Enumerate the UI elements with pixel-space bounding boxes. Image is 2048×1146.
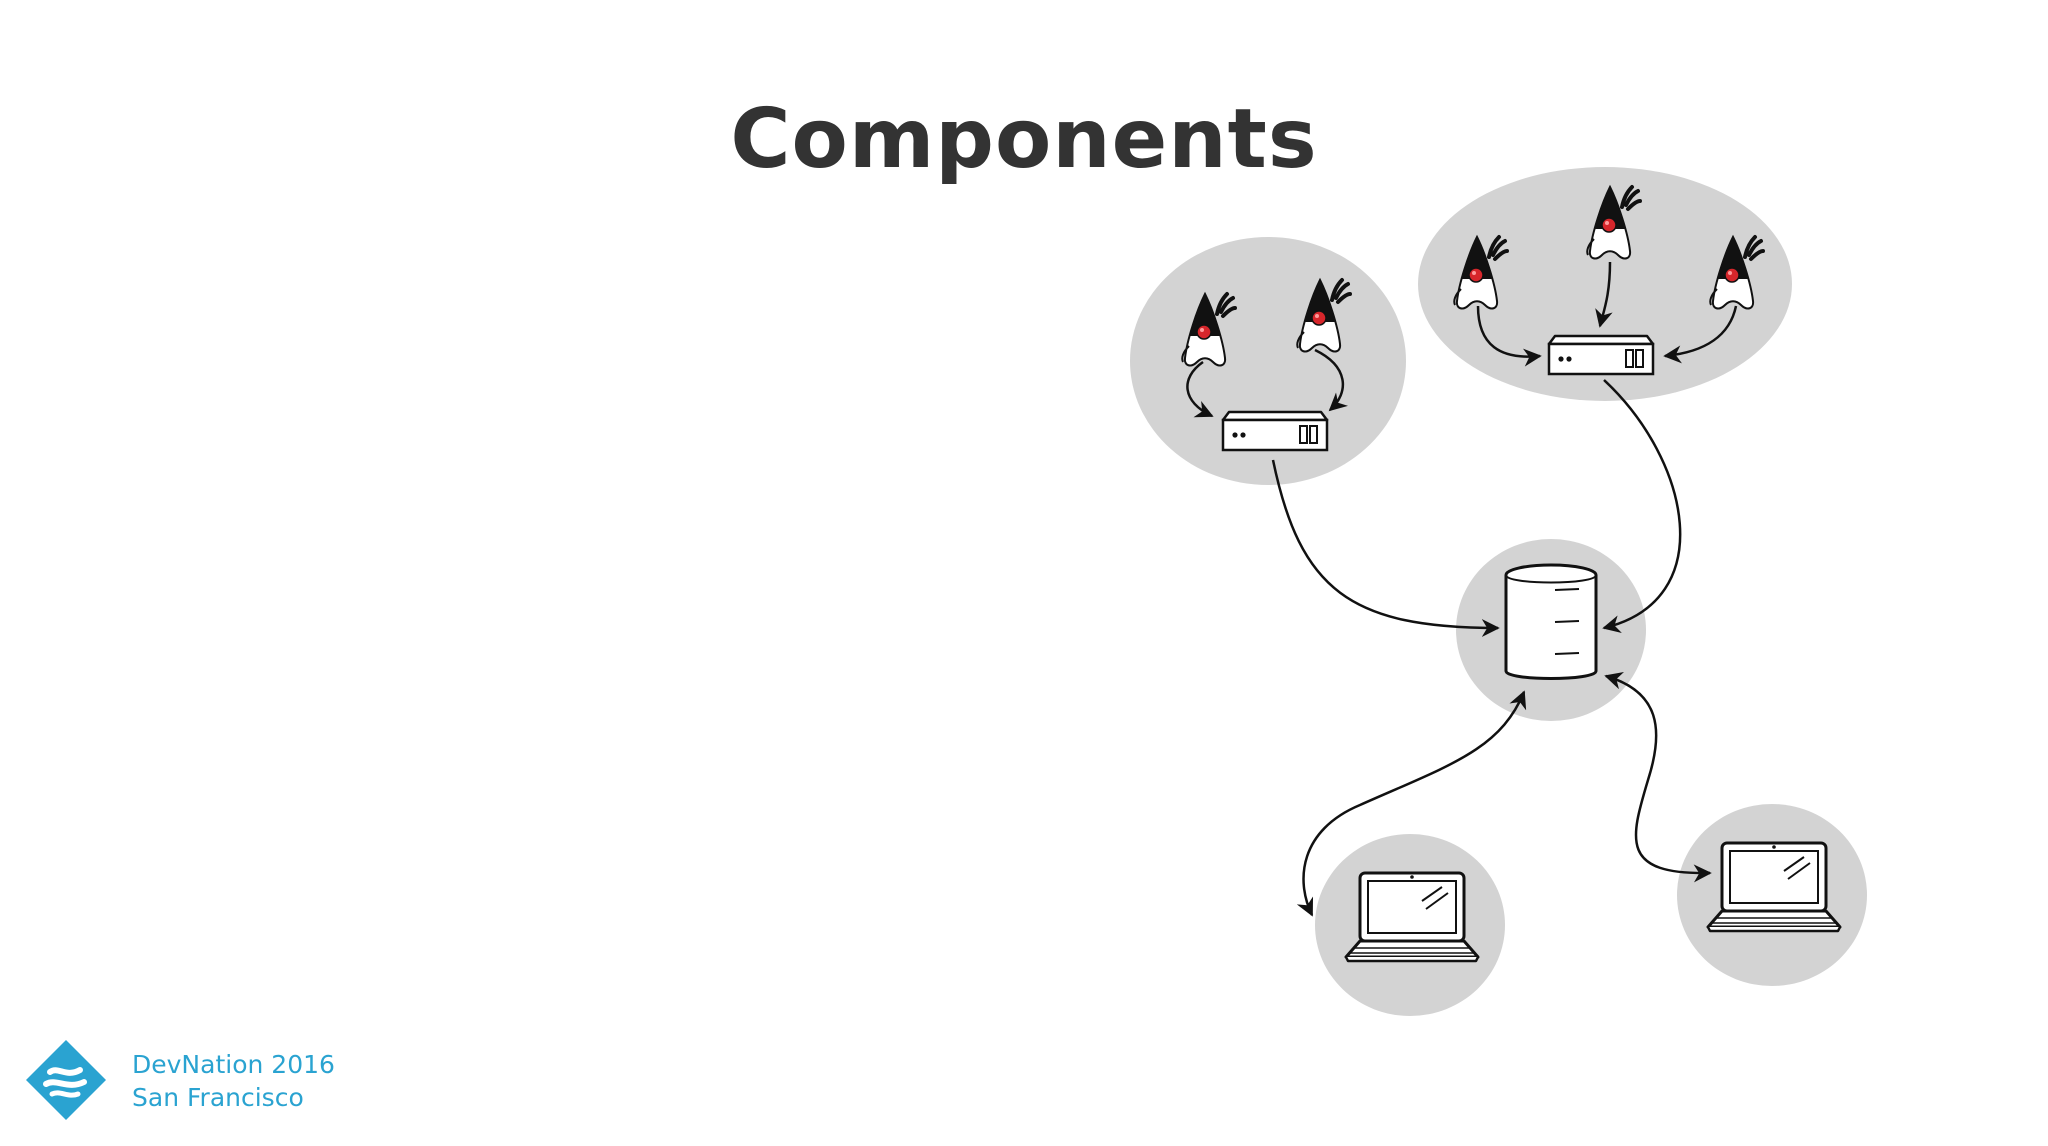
arrow-duke-to-server-right-3 — [1663, 305, 1738, 364]
arrow-database-laptop-left — [1296, 690, 1527, 917]
arrow-database-laptop-right — [1604, 671, 1712, 883]
arrow-server-right-to-database — [1602, 379, 1682, 633]
connectors — [1186, 261, 1738, 917]
devnation-logo-icon — [26, 1040, 106, 1120]
event-label: DevNation 2016 San Francisco — [132, 1048, 335, 1114]
arrow-duke-to-server-right-2 — [1595, 261, 1613, 328]
slide-title: Components — [730, 92, 1318, 187]
database-icon — [1504, 563, 1598, 680]
arrow-server-left-to-database — [1271, 459, 1500, 637]
event-name: DevNation 2016 — [132, 1050, 335, 1079]
server-icon — [1547, 334, 1655, 376]
laptop-icon — [1706, 841, 1842, 933]
cluster-right-bubble — [1418, 167, 1792, 401]
arrow-duke-to-server-left-1 — [1186, 360, 1214, 418]
arrow-duke-to-server-left-2 — [1314, 348, 1349, 412]
arrow-duke-to-server-right-1 — [1476, 305, 1542, 367]
event-footer: DevNation 2016 San Francisco — [24, 1038, 344, 1122]
event-location: San Francisco — [132, 1083, 304, 1112]
laptop-icon — [1344, 871, 1480, 963]
server-icon — [1221, 410, 1329, 452]
